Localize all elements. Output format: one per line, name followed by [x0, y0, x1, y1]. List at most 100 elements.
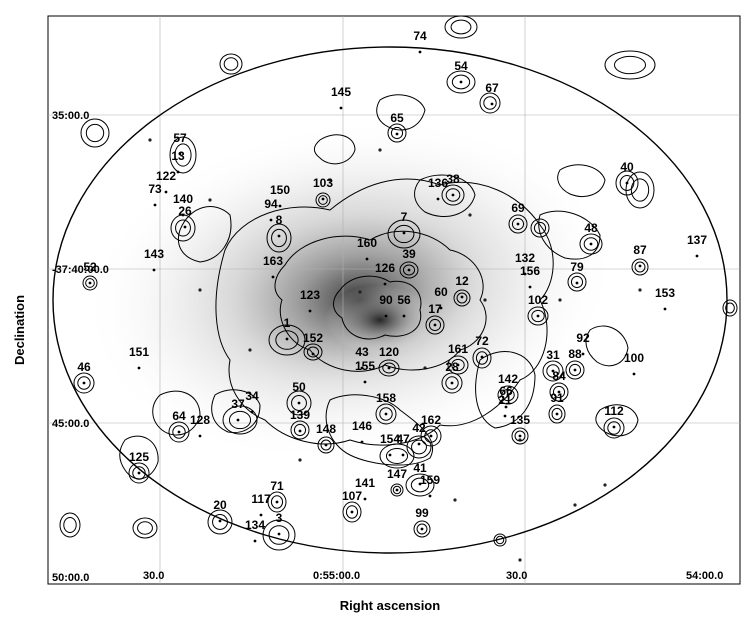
field-of-view-ellipse [52, 46, 728, 554]
source-label: 139 [290, 408, 310, 422]
field-star [298, 458, 302, 462]
source-marker [363, 380, 367, 384]
source-label: 57 [173, 131, 187, 145]
source-label: 141 [355, 476, 375, 490]
field-star [518, 558, 522, 562]
source-marker [450, 381, 454, 385]
source-contour [416, 523, 428, 535]
field-star [208, 198, 212, 202]
source-label: 112 [604, 404, 624, 418]
source-contour [268, 324, 306, 356]
source-marker [88, 281, 92, 285]
source-label: 152 [303, 331, 323, 345]
source-marker [218, 519, 222, 523]
source-marker [573, 368, 577, 372]
optical-galaxy-image [81, 117, 642, 562]
source-marker [395, 488, 399, 492]
source-contour [579, 233, 603, 255]
source-label: 136 [428, 176, 448, 190]
source-contour [450, 19, 472, 35]
source-label: 140 [173, 192, 193, 206]
source-contour [390, 126, 404, 140]
source-contour [379, 407, 393, 421]
coordinate-grid [48, 16, 740, 584]
source-label: 91 [550, 391, 564, 405]
source-contour [77, 376, 91, 390]
field-star [638, 288, 642, 292]
source-label: 64 [172, 409, 186, 423]
source-contour [375, 403, 397, 425]
source-contour [293, 423, 307, 437]
source-marker [176, 170, 180, 174]
source-marker [581, 352, 585, 356]
source-contour [567, 272, 587, 292]
source-contour [548, 404, 566, 424]
source-label: 122 [156, 169, 176, 183]
source-contour [630, 178, 650, 202]
dec-tick-label: 45:00.0 [52, 418, 89, 430]
source-marker [518, 434, 522, 438]
source-marker [459, 80, 463, 84]
source-marker [236, 418, 240, 422]
source-contour [475, 351, 489, 365]
source-marker [420, 527, 424, 531]
source-contour [453, 289, 471, 307]
source-contour [132, 517, 158, 539]
source-contour [399, 261, 419, 279]
source-contour [212, 514, 228, 530]
source-label: 90 [379, 293, 393, 307]
source-label: 74 [413, 29, 427, 43]
source-marker [632, 372, 636, 376]
source-contour [568, 363, 582, 377]
source-contour [625, 171, 655, 209]
source-contour [267, 491, 287, 513]
source-contour [175, 219, 191, 237]
source-marker [436, 197, 440, 201]
source-contour [604, 50, 656, 80]
source-label: 142 [498, 372, 518, 386]
source-label: 67 [485, 81, 499, 95]
source-contour [382, 362, 396, 374]
source-contour [531, 309, 545, 323]
source-label: 52 [83, 260, 97, 274]
source-label: 155 [355, 359, 375, 373]
source-label: 88 [568, 347, 582, 361]
source-contour [73, 372, 95, 394]
source-label: 38 [446, 172, 460, 186]
source-label: 134 [245, 518, 265, 532]
source-label: 60 [434, 285, 448, 299]
source-marker [456, 363, 460, 367]
source-contour [614, 55, 646, 75]
source-marker [183, 225, 187, 229]
source-contour [222, 405, 258, 435]
source-marker [198, 434, 202, 438]
source-contour [551, 407, 563, 421]
source-contour [291, 395, 307, 411]
source-label: 72 [475, 334, 489, 348]
source-contour [483, 96, 497, 110]
source-marker [506, 393, 510, 397]
source-marker [418, 482, 422, 486]
source-contour [607, 421, 621, 435]
source-contour [392, 485, 402, 495]
source-label: 163 [263, 254, 283, 268]
source-label: 92 [576, 331, 590, 345]
source-marker [308, 309, 312, 313]
source-marker [429, 434, 433, 438]
source-label: 3 [276, 511, 283, 525]
source-contour [393, 224, 415, 244]
source-marker [82, 381, 86, 385]
source-marker [638, 264, 642, 268]
source-contour [390, 483, 404, 497]
source-marker [363, 497, 367, 501]
source-label: 43 [355, 345, 369, 359]
source-label: 17 [428, 302, 442, 316]
source-marker [663, 307, 667, 311]
source-marker [177, 430, 181, 434]
source-contour [565, 360, 585, 380]
field-star [468, 213, 472, 217]
source-label: 160 [357, 236, 377, 250]
source-contour [495, 535, 505, 545]
source-marker [417, 442, 421, 446]
source-contour [80, 118, 110, 148]
